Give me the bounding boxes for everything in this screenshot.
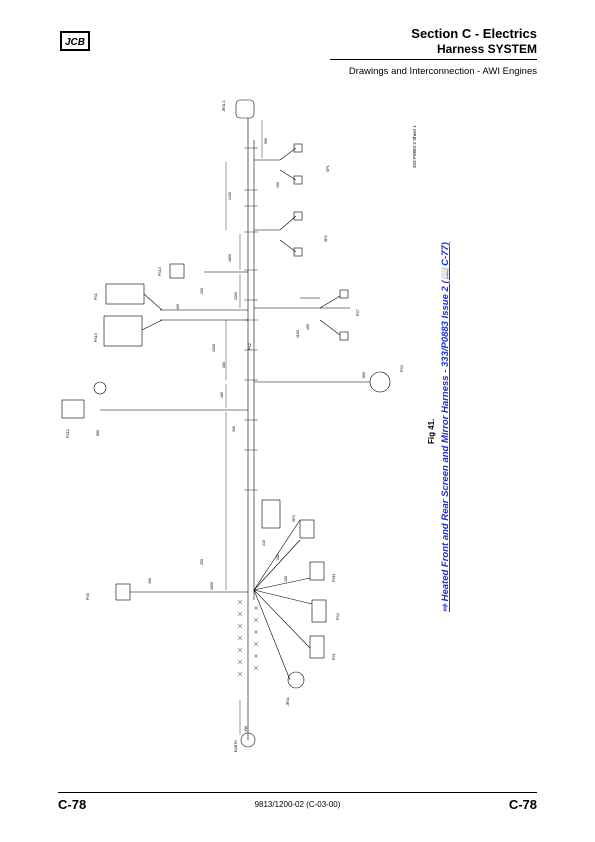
length-label: 150 <box>244 726 248 732</box>
jcb-logo: JCB <box>60 31 90 51</box>
length-label: 1100 <box>296 330 300 338</box>
connector-label-ps2: PS2 <box>248 343 252 350</box>
svg-text:JCB: JCB <box>65 37 85 48</box>
length-label: 1800 <box>228 254 232 262</box>
length-label: 400 <box>176 304 180 310</box>
connector-label-ps10: PS10 <box>94 333 98 342</box>
length-label: 580 <box>96 430 100 436</box>
length-label: 150 <box>284 576 288 582</box>
connector-label-ps7: PS7 <box>356 309 360 316</box>
connector-label-ps5: PS5 <box>86 593 90 600</box>
length-label: 150 <box>276 182 280 188</box>
connector-label-sp1: SP1 <box>326 165 330 172</box>
length-label: 300 <box>232 426 236 432</box>
connector-label-jrs1: JRS1 <box>286 697 290 706</box>
length-label: 2300 <box>234 292 238 300</box>
section-title: Section C - Electrics <box>411 26 537 41</box>
length-label: 1650 <box>210 582 214 590</box>
connector-label-jrs1-1: JRS1.1 <box>222 100 226 112</box>
length-label: 1500 <box>212 344 216 352</box>
length-label: 250 <box>200 559 204 565</box>
length-label: 2400 <box>228 192 232 200</box>
connector-label-ps1-lower: PS1 <box>332 653 336 660</box>
page-number-right: C-78 <box>508 797 537 812</box>
subsection-title: Harness SYSTEM <box>436 42 537 56</box>
document-reference: 9813/1200-02 (C-03-00) <box>254 800 341 809</box>
length-label: 210 <box>262 540 266 546</box>
connector-label-ps4: PS4 <box>336 613 340 620</box>
connector-label-ps12: PS12 <box>66 429 70 438</box>
connector-label-ps1: PS1 <box>94 293 98 300</box>
header-divider <box>330 59 537 60</box>
heated-screen-harness-link[interactable]: ⇨ Heated Front and Rear Screen and Mirro… <box>440 242 451 612</box>
connector-label-earth: EARTH <box>234 739 238 752</box>
connector-label-ps3: PS3 <box>400 365 404 372</box>
length-label: 800 <box>362 372 366 378</box>
drawing-number: 333-P0883-2 Sheet 1 <box>412 125 417 168</box>
length-label: 950 <box>264 138 268 144</box>
figure-caption: Fig 41. <box>427 418 436 444</box>
footer-divider <box>58 792 537 793</box>
page-number-left: C-78 <box>58 797 87 812</box>
connector-label-sp3: SP3 <box>292 515 296 522</box>
connector-label-ps13: PS13 <box>158 267 162 276</box>
length-label: 180 <box>220 392 224 398</box>
length-label: 200 <box>200 288 204 294</box>
connector-label-ps11: PS11 <box>332 573 336 582</box>
length-label: 300 <box>222 362 226 368</box>
page-description: Drawings and Interconnection - AWI Engin… <box>348 66 537 77</box>
length-label: 180 <box>276 554 280 560</box>
length-label: 450 <box>148 578 152 584</box>
length-label: 150 <box>306 324 310 330</box>
connector-label-sp2: SP2 <box>324 235 328 242</box>
